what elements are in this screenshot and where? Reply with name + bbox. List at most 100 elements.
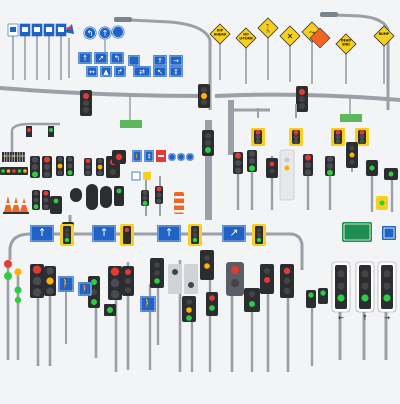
- pole: [390, 168, 394, 212]
- green-lamp: [46, 287, 54, 295]
- pole: [48, 296, 52, 366]
- blue-sign: [153, 55, 167, 66]
- pole: [156, 260, 160, 345]
- warning-sign: [373, 25, 395, 47]
- sign-glyph: ↑: [165, 227, 174, 239]
- small-sign-row: 🚶↕: [112, 150, 194, 216]
- red-lamp: [305, 154, 311, 161]
- mini-housing: [4, 152, 7, 162]
- pole: [230, 286, 234, 372]
- sign-glyph: ↕: [146, 154, 151, 161]
- blue-sign: [114, 66, 126, 77]
- arrow-glyph: ←: [338, 314, 344, 322]
- green-lamp: [32, 288, 42, 297]
- blue-sign: [133, 66, 151, 77]
- mini-housing: [17, 152, 20, 162]
- warning-sign: [235, 27, 257, 49]
- round-mandatory-sign: [168, 153, 176, 161]
- warning-sign: [257, 17, 279, 39]
- warning-sign-glyph: 🚶: [263, 23, 273, 33]
- pole: [68, 38, 70, 78]
- red-lamp: [235, 152, 241, 159]
- sign-glyph: ↑: [100, 227, 109, 239]
- overhead-mast-left: [0, 84, 210, 128]
- red-lamp: [97, 158, 103, 164]
- sign-glyph: 🚶: [60, 278, 72, 290]
- red-lamp: [67, 156, 73, 162]
- pole: [266, 270, 270, 372]
- amber-lamp: [44, 164, 50, 170]
- amber-lamp: [46, 277, 54, 285]
- grey-housing: [184, 264, 198, 294]
- pole: [270, 156, 274, 210]
- green-lamp: [142, 200, 148, 206]
- pole: [384, 312, 388, 360]
- blue-sign: [30, 225, 54, 242]
- pole: [219, 42, 221, 80]
- sign-glyph: ↑: [157, 57, 163, 65]
- green-lamp: [293, 139, 299, 145]
- pole: [16, 270, 20, 360]
- green-lamp: [43, 204, 49, 210]
- arrow-gantry: ↑↑↑↗: [8, 224, 304, 270]
- sign-glyph: ↱: [117, 68, 123, 76]
- blue-sign: [100, 66, 112, 77]
- overhead-mast-right: [214, 86, 400, 122]
- warning-sign: [279, 25, 301, 47]
- pole: [94, 302, 98, 358]
- blue-sign: [78, 52, 92, 64]
- warning-sign-glyph: ✕: [287, 32, 294, 41]
- blue-sign: [132, 150, 142, 162]
- pole: [306, 160, 310, 210]
- blue-sign: [169, 55, 183, 66]
- pole: [257, 108, 259, 118]
- green-lamp: [249, 165, 255, 172]
- sign-glyph: 🚶: [142, 298, 154, 310]
- arrow-glyph: ↑: [362, 314, 368, 322]
- pole: [126, 262, 130, 370]
- blue-sign: [94, 52, 108, 64]
- round-mandatory-sign: [98, 26, 112, 40]
- red-lamp: [44, 156, 50, 163]
- pole: [208, 270, 212, 372]
- mini-housing: [22, 152, 25, 162]
- amber-lamp: [156, 192, 162, 198]
- amber-lamp: [142, 195, 148, 201]
- pedestrian-signal: [50, 196, 62, 214]
- blue-sign: [140, 296, 156, 312]
- red-lamp: [57, 156, 63, 162]
- top-left-sign-posts: [7, 23, 74, 80]
- green-lamp: [305, 169, 311, 176]
- pole: [36, 296, 40, 366]
- bottom-signal-poles: 🚶🚶🚶←↑→: [4, 250, 397, 372]
- pole: [267, 38, 269, 80]
- green-lamp: [67, 170, 73, 176]
- red-lamp: [249, 150, 255, 157]
- red-lamp: [32, 156, 38, 163]
- pole: [295, 104, 297, 118]
- blue-sign: [92, 225, 116, 242]
- signal-head: [318, 288, 328, 304]
- pole: [289, 46, 291, 82]
- small-sign: [131, 171, 141, 181]
- direction-sign-cluster: ↰↑↑↗↰↔▲↱⇄↑↖→↕: [78, 25, 183, 77]
- sign-glyph: ↔: [89, 68, 95, 76]
- signal-head: [244, 288, 260, 312]
- pole: [148, 284, 152, 370]
- pole: [286, 270, 290, 372]
- pole: [250, 150, 254, 210]
- pole: [104, 40, 106, 52]
- red-lamp: [43, 190, 49, 196]
- blue-sign: [144, 150, 154, 162]
- amber-lamp: [327, 163, 333, 169]
- sign-glyph: ↗: [98, 54, 104, 63]
- round-mandatory-sign: [177, 153, 185, 161]
- red-lamp: [32, 265, 42, 274]
- lamp: [14, 286, 22, 294]
- pole: [362, 312, 366, 360]
- pole: [12, 36, 14, 80]
- grey-housing: [168, 264, 182, 294]
- mini-housing: [9, 152, 12, 162]
- blue-sign: [157, 225, 181, 242]
